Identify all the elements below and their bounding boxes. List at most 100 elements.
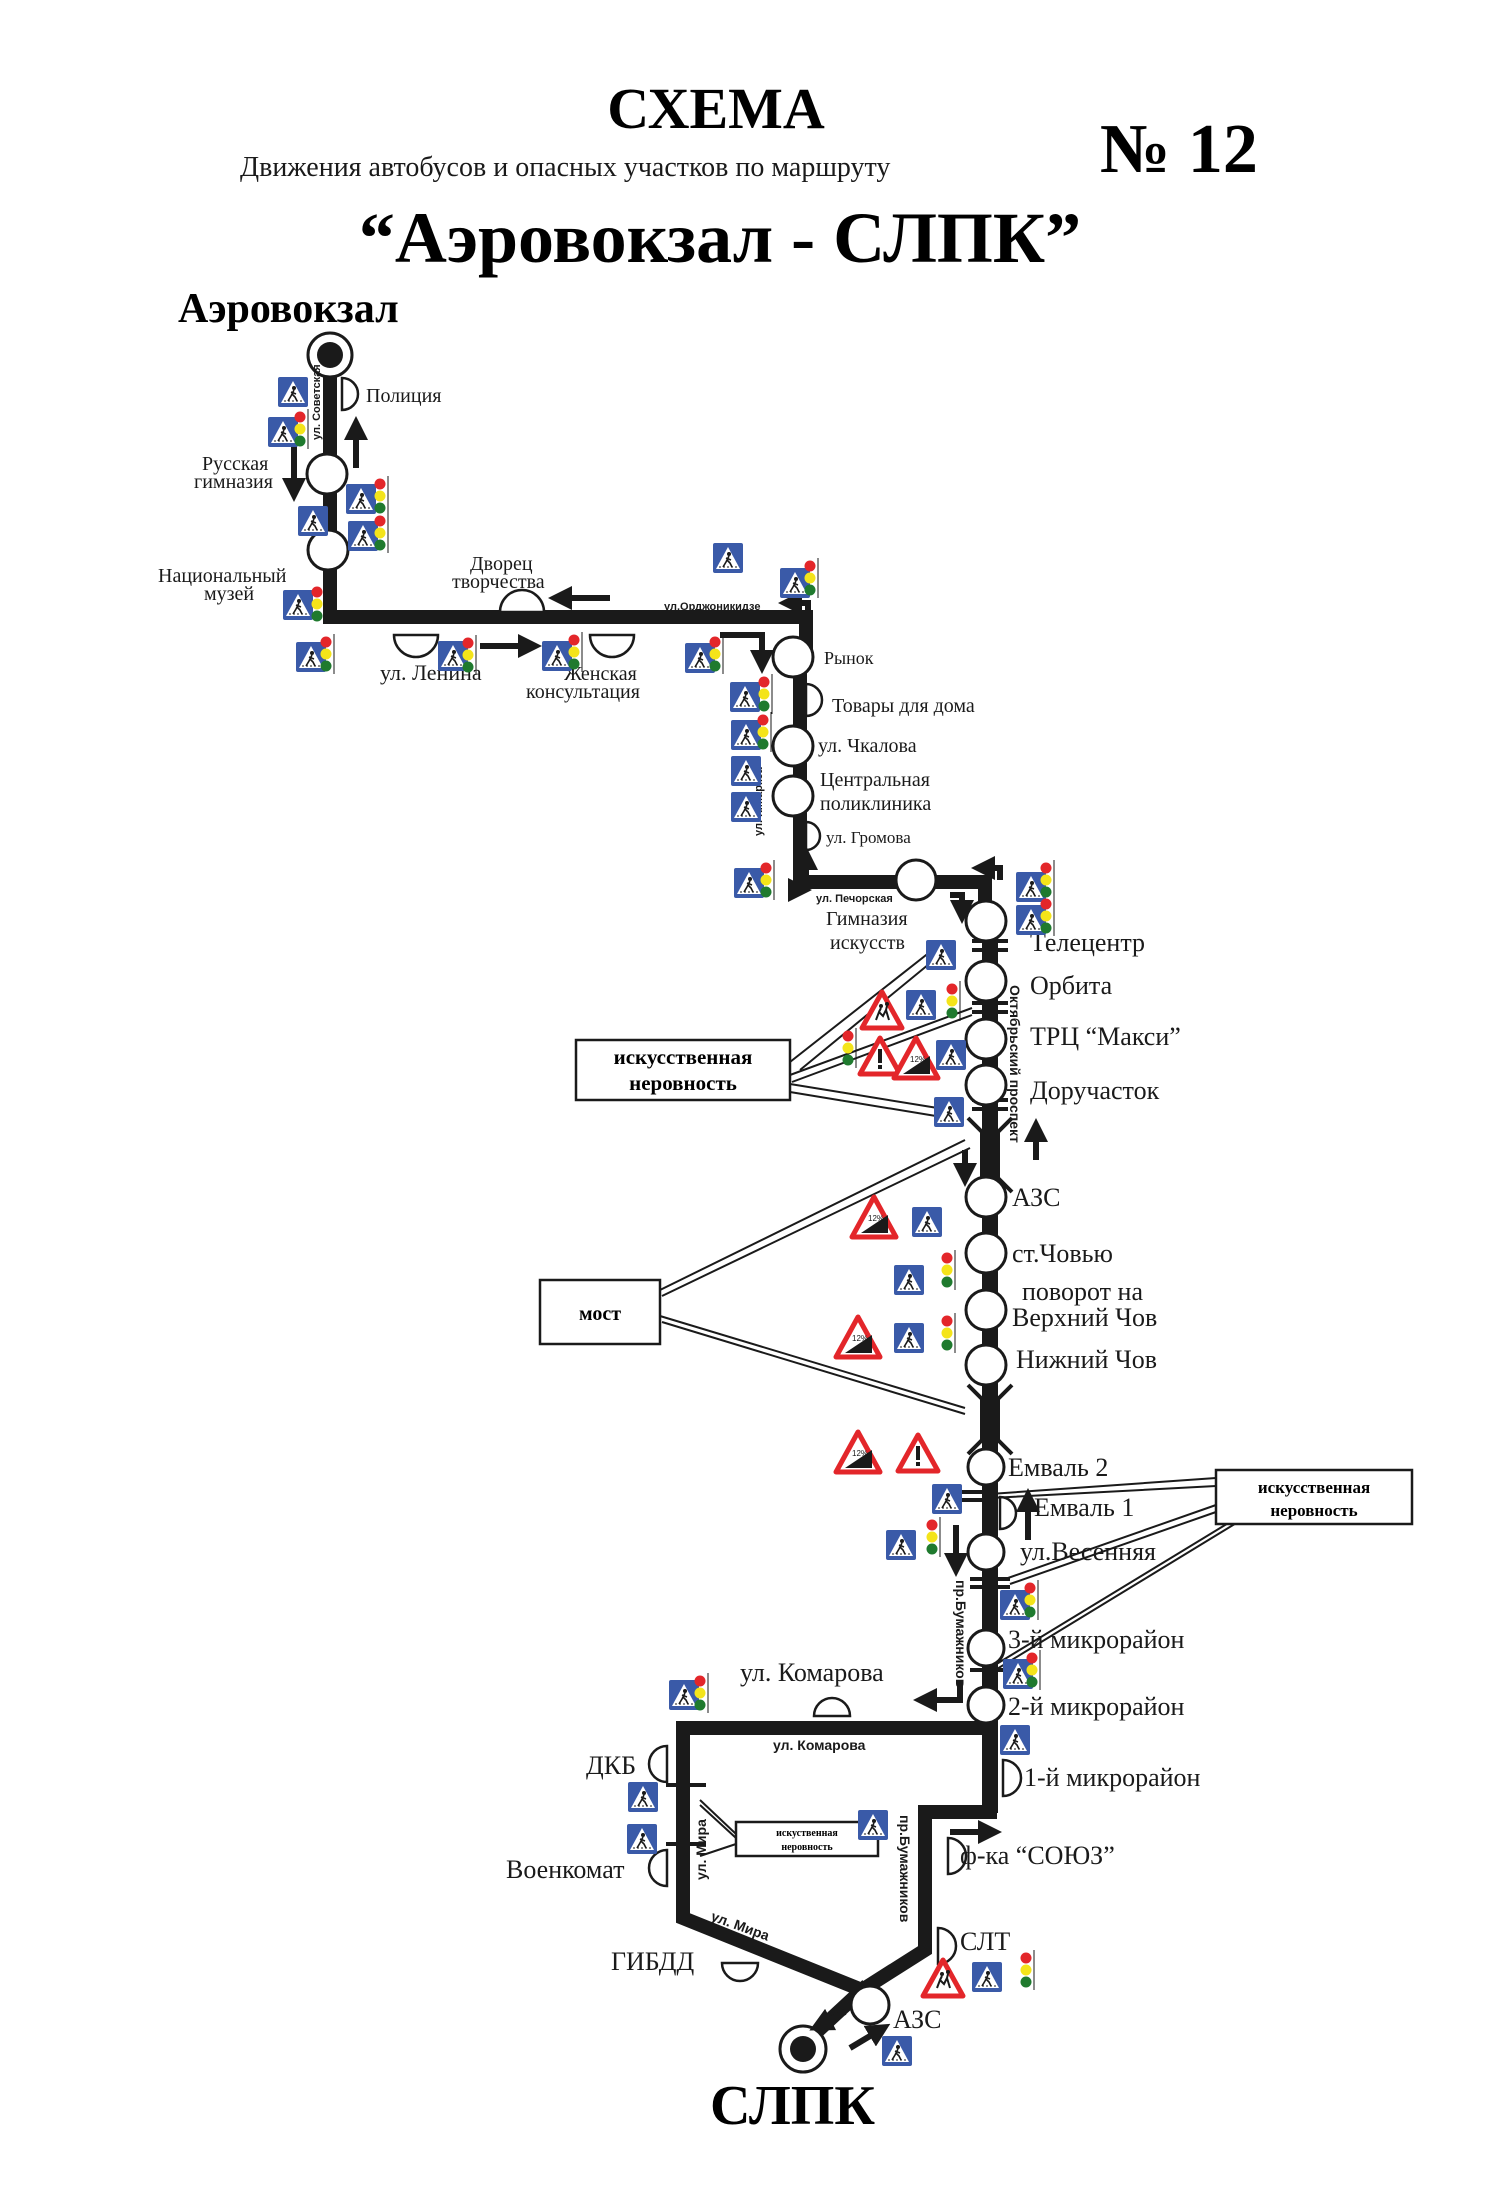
label-russkaya-1: Русская	[202, 453, 268, 475]
label-azs-1: АЗС	[1012, 1183, 1061, 1212]
ped-crossing-icon	[541, 640, 573, 672]
traffic-light-icon	[709, 633, 724, 675]
platform-zhenskaya[interactable]	[588, 633, 636, 659]
stop-telecentr[interactable]	[964, 899, 1008, 943]
ped-crossing-icon	[933, 1096, 965, 1128]
stop-chovyu[interactable]	[964, 1231, 1008, 1275]
callout-bump-3-line2: неровность	[781, 1842, 833, 1853]
stops	[305, 452, 1008, 2026]
ped-crossing-icon	[627, 1781, 659, 1813]
label-dkb: ДКБ	[586, 1751, 636, 1780]
stop-maksi[interactable]	[964, 1017, 1008, 1061]
platform-komarova[interactable]	[812, 1696, 852, 1718]
stop-mkr-3[interactable]	[966, 1628, 1006, 1668]
schema-subtitle: Движения автобусов и опасных участков по…	[240, 152, 890, 183]
ped-crossing-icon	[730, 719, 762, 751]
ped-crossing-icon	[345, 483, 377, 515]
arrow-to-slpk	[809, 2008, 847, 2031]
label-emval-2: Емваль 2	[1008, 1453, 1108, 1482]
platform-politsiya[interactable]	[340, 376, 360, 412]
ped-crossing-icon	[729, 681, 761, 713]
ped-crossing-icon	[1015, 871, 1047, 903]
platform-voenkomat[interactable]	[647, 1848, 669, 1888]
ped-crossing-icon	[730, 791, 762, 823]
stop-azs-2[interactable]	[849, 1984, 891, 2026]
platform-gromova[interactable]	[804, 820, 822, 852]
label-russkaya-2: гимназия	[194, 471, 273, 493]
ped-crossing-icon	[885, 1529, 917, 1561]
arrow-left-komarova	[913, 1680, 963, 1712]
stop-mkr-2[interactable]	[966, 1685, 1006, 1725]
platform-stops	[340, 376, 1023, 1983]
label-emval-1: Емваль 1	[1034, 1493, 1134, 1522]
terminal-aerovokzal[interactable]	[306, 331, 354, 379]
ped-crossing-icon	[347, 520, 379, 552]
callout-bump-2-line2: неровность	[1270, 1501, 1357, 1520]
platform-slt[interactable]	[936, 1926, 958, 1966]
label-komarova-stop: ул. Комарова	[740, 1658, 884, 1687]
street-ordzhonikidze: ул.Орджоникидзе	[664, 601, 760, 613]
label-vesennyaya: ул.Весенняя	[1020, 1537, 1156, 1566]
route-number: № 12	[1100, 111, 1258, 188]
stop-rynok[interactable]	[771, 635, 815, 679]
warning-exclamation-icon	[898, 1435, 938, 1471]
warning-steep-descent-icon	[836, 1432, 880, 1472]
traffic-light-icon	[941, 1312, 956, 1354]
ped-crossing-icon	[893, 1264, 925, 1296]
ped-crossing-icon	[626, 1823, 658, 1855]
ped-crossing-icon	[893, 1322, 925, 1354]
label-nizhniy: Нижний Чов	[1016, 1345, 1157, 1374]
label-doruchastok: Доручасток	[1030, 1076, 1160, 1105]
arrow-turn-rynok	[720, 632, 774, 674]
label-gibdd: ГИБДД	[611, 1947, 694, 1976]
label-chovyu: ст.Човью	[1012, 1239, 1113, 1268]
platform-soyuz[interactable]	[946, 1836, 968, 1876]
arrow-turn-telecentr-up	[971, 856, 1003, 880]
warning-steep-descent-icon	[894, 1038, 938, 1078]
traffic-light-icon	[694, 1672, 709, 1714]
label-poliklinika-2: поликлиника	[820, 793, 931, 815]
stop-verkhniy-chov[interactable]	[964, 1288, 1008, 1332]
stop-azs-1[interactable]	[964, 1175, 1008, 1219]
ped-crossing-icon	[905, 989, 937, 1021]
platform-mkr-1[interactable]	[1001, 1758, 1023, 1798]
callout-bump-3-line1: искуственная	[776, 1828, 838, 1839]
platform-dvorets[interactable]	[498, 588, 546, 614]
warning-steep-descent-icon	[836, 1317, 880, 1357]
label-natsmuzey-1: Национальный	[158, 565, 287, 587]
platform-dkb[interactable]	[647, 1744, 669, 1784]
stop-doruchastok[interactable]	[964, 1063, 1008, 1107]
ped-crossing-icon	[857, 1809, 889, 1841]
platform-emval-1[interactable]	[998, 1495, 1018, 1531]
stop-poliklinika[interactable]	[771, 774, 815, 818]
label-gimnaziya-2: искусств	[830, 932, 905, 954]
stop-russkaya-gimnaziya[interactable]	[305, 452, 349, 496]
stop-gimnaziya-iskusstv[interactable]	[894, 858, 938, 902]
platform-tovary[interactable]	[804, 682, 824, 718]
terminal-slpk[interactable]	[778, 2024, 828, 2074]
label-chkalova: ул. Чкалова	[818, 735, 917, 757]
platform-gibdd[interactable]	[720, 1961, 760, 1983]
traffic-light-icon	[1026, 1649, 1041, 1691]
label-telecentr: Телецентр	[1030, 928, 1145, 957]
street-sovetskaya: ул. Советская	[311, 364, 323, 440]
traffic-light-icon	[757, 711, 772, 753]
label-verkhniy-2: Верхний Чов	[1012, 1303, 1157, 1332]
label-dvorets-2: творчества	[452, 571, 545, 593]
callout-speed-bump-lower: искусственная неровность	[989, 1468, 1414, 1673]
street-bumazhnikov-lower: пр.Бумажников	[897, 1815, 913, 1923]
stop-emval-2[interactable]	[966, 1447, 1006, 1487]
platform-lenina[interactable]	[392, 633, 440, 659]
arrow-turn-telecentr-down	[950, 892, 974, 924]
street-komarova: ул. Комарова	[773, 1737, 866, 1753]
label-soyuz: ф-ка “СОЮЗ”	[960, 1841, 1115, 1870]
stop-nizhniy-chov[interactable]	[964, 1343, 1008, 1387]
stop-chkalova[interactable]	[771, 724, 815, 768]
bridge-symbol-2	[966, 1383, 1014, 1456]
stop-orbita[interactable]	[964, 959, 1008, 1003]
label-voenkomat: Военкомат	[506, 1855, 624, 1884]
label-gimnaziya-1: Гимназия	[826, 908, 908, 930]
label-poliklinika-1: Центральная	[820, 769, 930, 791]
stop-vesennyaya[interactable]	[966, 1532, 1006, 1572]
